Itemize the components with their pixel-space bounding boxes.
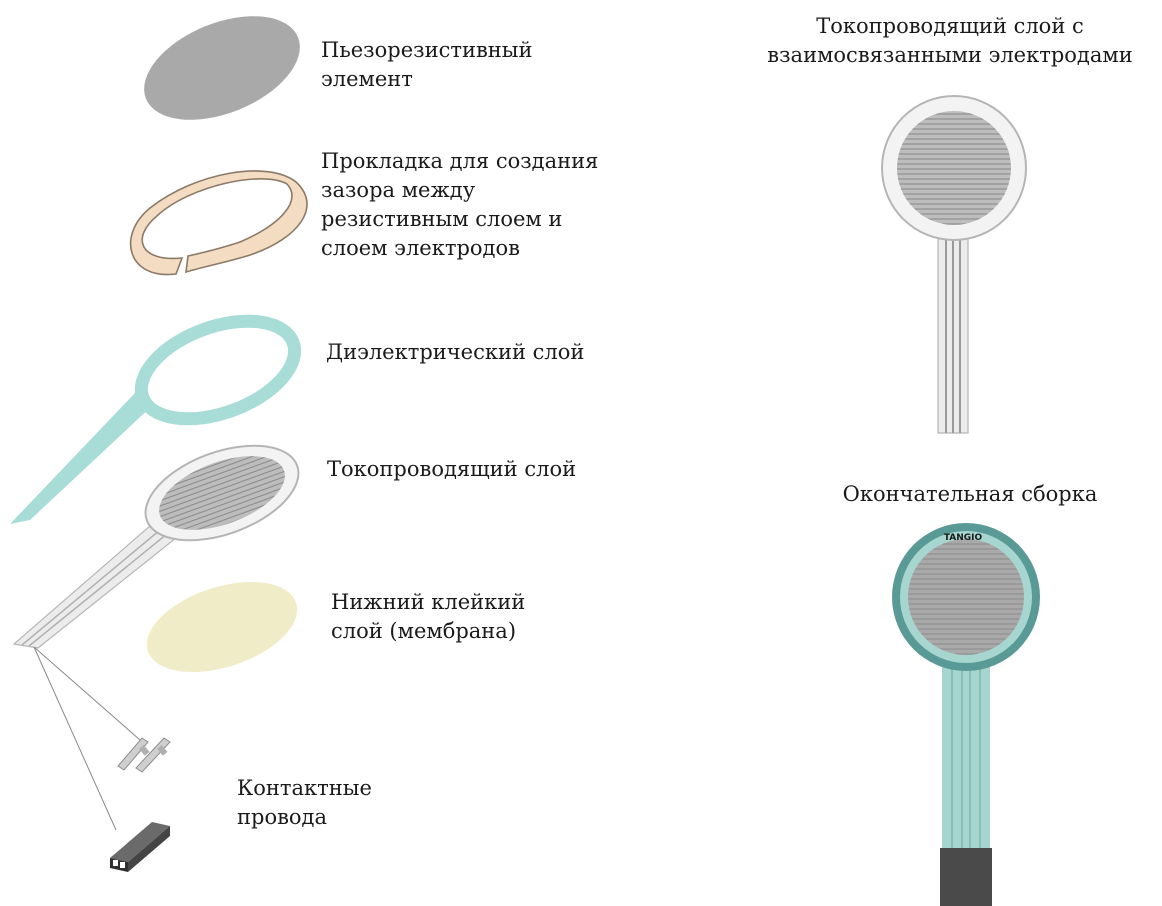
label-dielectric: Диэлектрический слой xyxy=(326,338,584,367)
label-contact-wires: Контактные провода xyxy=(237,774,372,832)
label-piezo-element: Пьезорезистивный элемент xyxy=(321,36,533,94)
label-electrode-layer: Токопроводящий слой с взаимосвязанными э… xyxy=(750,12,1150,70)
spacer-ring-shape xyxy=(131,171,307,275)
final-assembly-shape: TANGIO xyxy=(892,523,1040,906)
label-bottom-adhesive: Нижний клейкий слой (мембрана) xyxy=(331,588,525,646)
connector-block-shape xyxy=(110,822,170,872)
leader-line xyxy=(34,647,116,830)
brand-logo: TANGIO xyxy=(944,533,983,543)
label-spacer: Прокладка для создания зазора между рези… xyxy=(321,147,598,263)
label-conductive-layer: Токопроводящий слой xyxy=(327,455,576,484)
label-final-assembly: Окончательная сборка xyxy=(820,480,1120,509)
contact-pins-shape xyxy=(118,738,170,772)
electrode-layer-shape xyxy=(882,96,1026,433)
leader-line xyxy=(34,647,140,740)
bottom-adhesive-shape xyxy=(135,565,308,689)
piezo-element-shape xyxy=(129,0,315,140)
